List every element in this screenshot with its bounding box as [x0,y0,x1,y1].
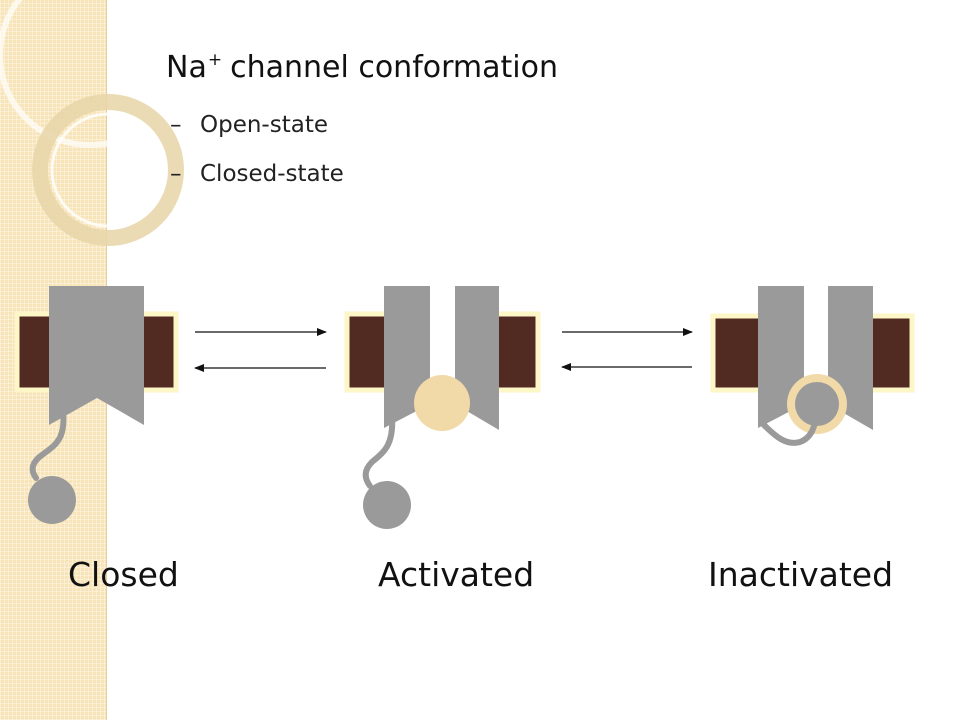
label-closed: Closed [68,555,179,594]
bullet-dash: – [170,112,182,138]
title-rest: channel conformation [230,50,558,85]
inactivation-gate-tether [362,412,396,489]
label-inactivated: Inactivated [708,555,894,594]
bullet-text: Closed-state [200,161,344,187]
channel-protein [49,286,144,425]
open-pore [414,375,470,431]
inactivated-channel [710,286,915,446]
membrane-left [710,313,764,393]
inactivation-gate-ball [28,476,76,524]
membrane-right [865,313,915,393]
bullet-open-state: –Open-state [170,112,328,138]
membrane-left [14,311,56,393]
inactivation-gate-tether [29,407,67,481]
inactivation-gate-tether [760,421,817,446]
inactivation-gate-ball [795,382,839,426]
bullet-dash: – [170,161,182,187]
bullet-text: Open-state [200,112,328,138]
membrane-left [344,311,392,393]
inactivation-gate-ball [363,481,411,529]
membrane-right [491,311,541,393]
label-activated: Activated [378,555,535,594]
membrane-right [137,311,179,393]
closed-channel [14,286,179,524]
title-na: Na [166,50,207,85]
activated-channel [344,286,541,529]
title-superscript: + [207,50,223,70]
slide-title: Na+ channel conformation [166,50,558,85]
bullet-closed-state: –Closed-state [170,161,344,187]
